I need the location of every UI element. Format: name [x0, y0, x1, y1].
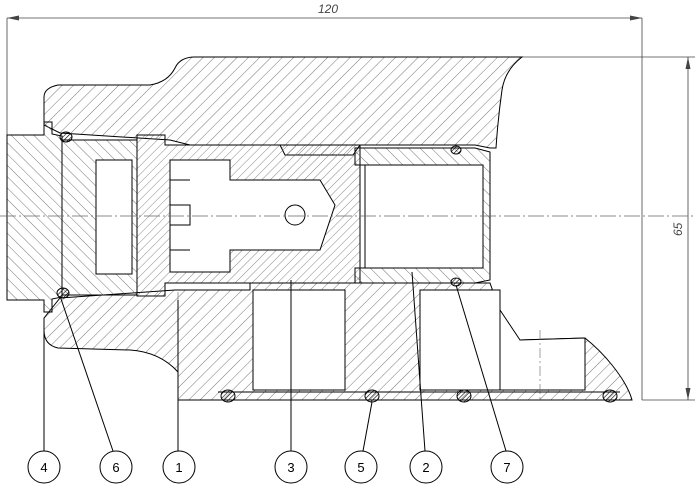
o-ring-plug-top: [59, 131, 73, 143]
o-ring-sleeve-top: [450, 145, 462, 155]
sleeve-bore: [364, 164, 484, 269]
o-ring-bottom-1: [220, 389, 236, 403]
callout-7-label: 7: [503, 460, 510, 475]
o-ring-bottom-2: [364, 389, 380, 403]
callout-5-label: 5: [357, 460, 364, 475]
height-dimension-value: 65: [671, 222, 685, 236]
height-dimension: 65: [522, 56, 695, 401]
housing-passage-right: [419, 289, 501, 391]
o-ring-plug-bottom: [56, 287, 70, 299]
spool-slot: [169, 204, 191, 226]
spool-cross-hole: [284, 204, 306, 226]
callout-5: 5: [344, 450, 378, 484]
length-dimension-value: 120: [318, 2, 338, 16]
callout-2-label: 2: [422, 460, 429, 475]
o-ring-bottom-3: [456, 389, 472, 403]
plug-body: [6, 121, 63, 313]
housing-upper: [43, 56, 524, 156]
callout-2: 2: [409, 450, 443, 484]
callout-3-label: 3: [287, 460, 294, 475]
callout-7: 7: [490, 450, 524, 484]
leader-lines: [43, 271, 507, 452]
o-ring-sleeve-bottom: [450, 277, 462, 287]
callout-6-label: 6: [112, 460, 119, 475]
callout-4: 4: [27, 450, 61, 484]
callout-6: 6: [99, 450, 133, 484]
housing-passage-outlet: [499, 308, 586, 391]
bottom-seal-line: [218, 391, 620, 401]
callout-1: 1: [162, 450, 196, 484]
o-ring-bottom-4: [602, 389, 618, 403]
plug-inner-cavity: [95, 159, 133, 275]
callout-3: 3: [274, 450, 308, 484]
length-dimension: 120: [6, 2, 643, 400]
callout-1-label: 1: [175, 460, 182, 475]
housing-passage-left: [252, 289, 346, 391]
callout-4-label: 4: [40, 460, 47, 475]
